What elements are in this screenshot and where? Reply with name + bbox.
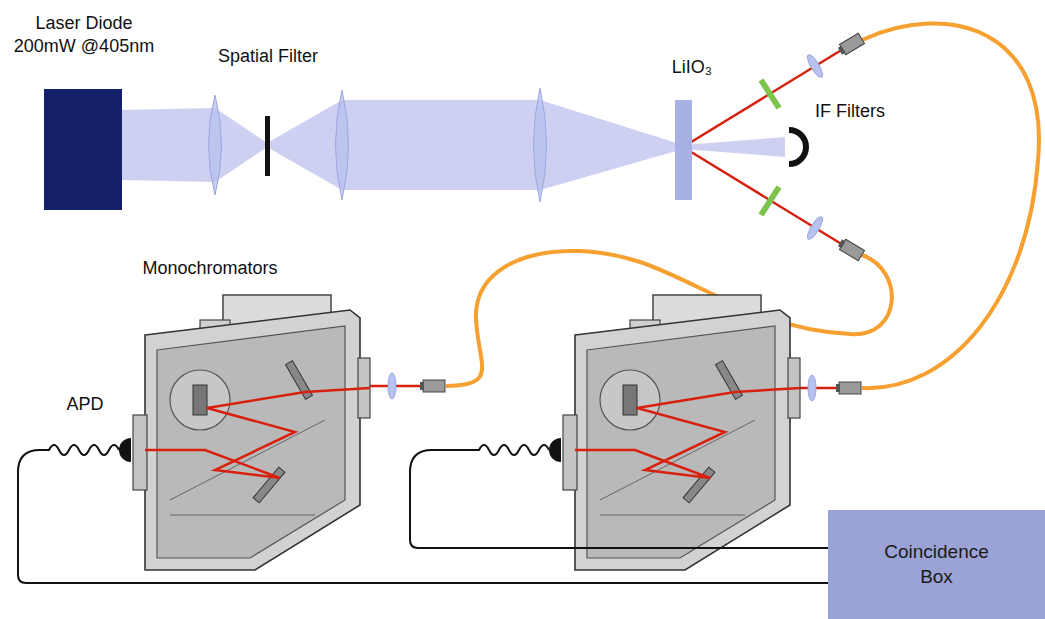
apd-detector	[549, 438, 561, 462]
pinhole	[265, 116, 270, 176]
fiber-coupler-tip	[838, 46, 846, 55]
photon-beam	[800, 387, 836, 390]
beam-dump	[789, 130, 806, 164]
fiber-coupler-tip	[420, 382, 424, 390]
fiber-coupler-body	[839, 382, 861, 394]
box-label: Coincidence Box	[878, 540, 996, 589]
fiber-coupler-tip	[838, 239, 846, 248]
part-label: Spatial Filter	[218, 45, 318, 68]
nonlinear-crystal: LiIO₃	[645, 56, 739, 200]
coupling-lens	[388, 373, 396, 399]
signal-cable	[410, 445, 828, 548]
lens	[209, 95, 222, 195]
fiber-coupler	[836, 382, 861, 394]
lens	[336, 90, 349, 200]
part-heading: LiIO₃	[645, 56, 739, 79]
part-label: IF Filters	[815, 100, 885, 123]
monochromator	[563, 295, 800, 570]
coupling-lens	[805, 53, 825, 79]
fiber-coupler	[837, 238, 865, 261]
fiber-coupler-body	[423, 380, 445, 392]
laser-body	[44, 89, 122, 210]
part-label: Monochromators	[142, 257, 277, 280]
lens	[534, 88, 547, 202]
if-filter	[761, 80, 779, 108]
coupling-lens	[808, 375, 816, 401]
part-heading: Laser Diode 200mW @405nm	[10, 12, 158, 59]
part-label: APD	[66, 393, 103, 416]
optical-fiber	[862, 23, 1039, 388]
fiber-coupler	[420, 380, 445, 392]
fiber-coupler-tip	[836, 384, 840, 392]
apd-detector	[119, 438, 131, 462]
coincidence-box: Coincidence Box	[828, 510, 1045, 619]
signal-cable	[18, 445, 828, 583]
fiber-coupler	[837, 33, 865, 56]
coupling-lens	[805, 215, 825, 241]
if-filter	[761, 187, 779, 215]
photon-beam	[683, 147, 848, 248]
monochromator	[133, 295, 370, 570]
crystal-body	[675, 100, 692, 200]
laser-diode: Laser Diode 200mW @405nm	[10, 12, 158, 210]
